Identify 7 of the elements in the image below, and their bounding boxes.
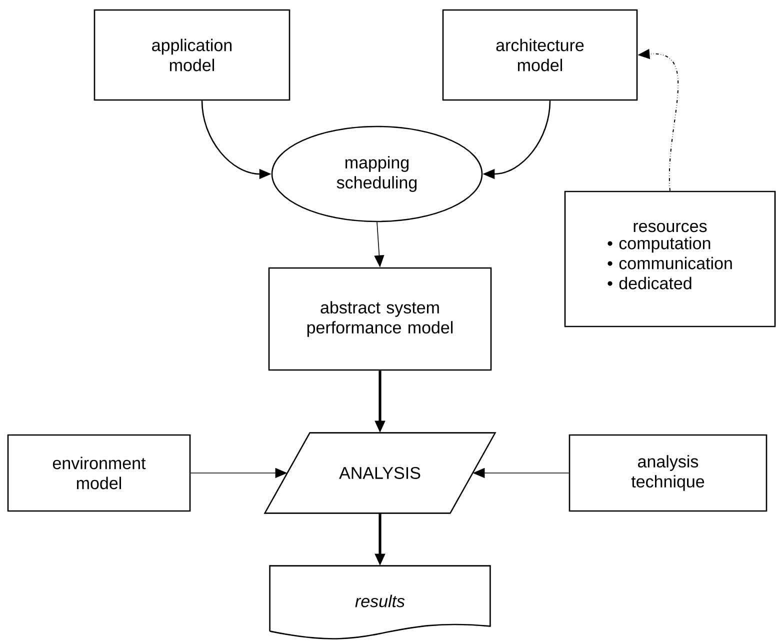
document-shape: results xyxy=(269,565,491,640)
technique-box: analysis technique xyxy=(568,434,768,512)
model-box: abstract system performance model xyxy=(268,267,492,371)
resources-box: resources • computation • communication • dedicated xyxy=(564,190,776,328)
model-box: environment model xyxy=(7,434,191,512)
model-box: application model xyxy=(94,9,290,101)
model-box: architecture model xyxy=(442,9,638,101)
